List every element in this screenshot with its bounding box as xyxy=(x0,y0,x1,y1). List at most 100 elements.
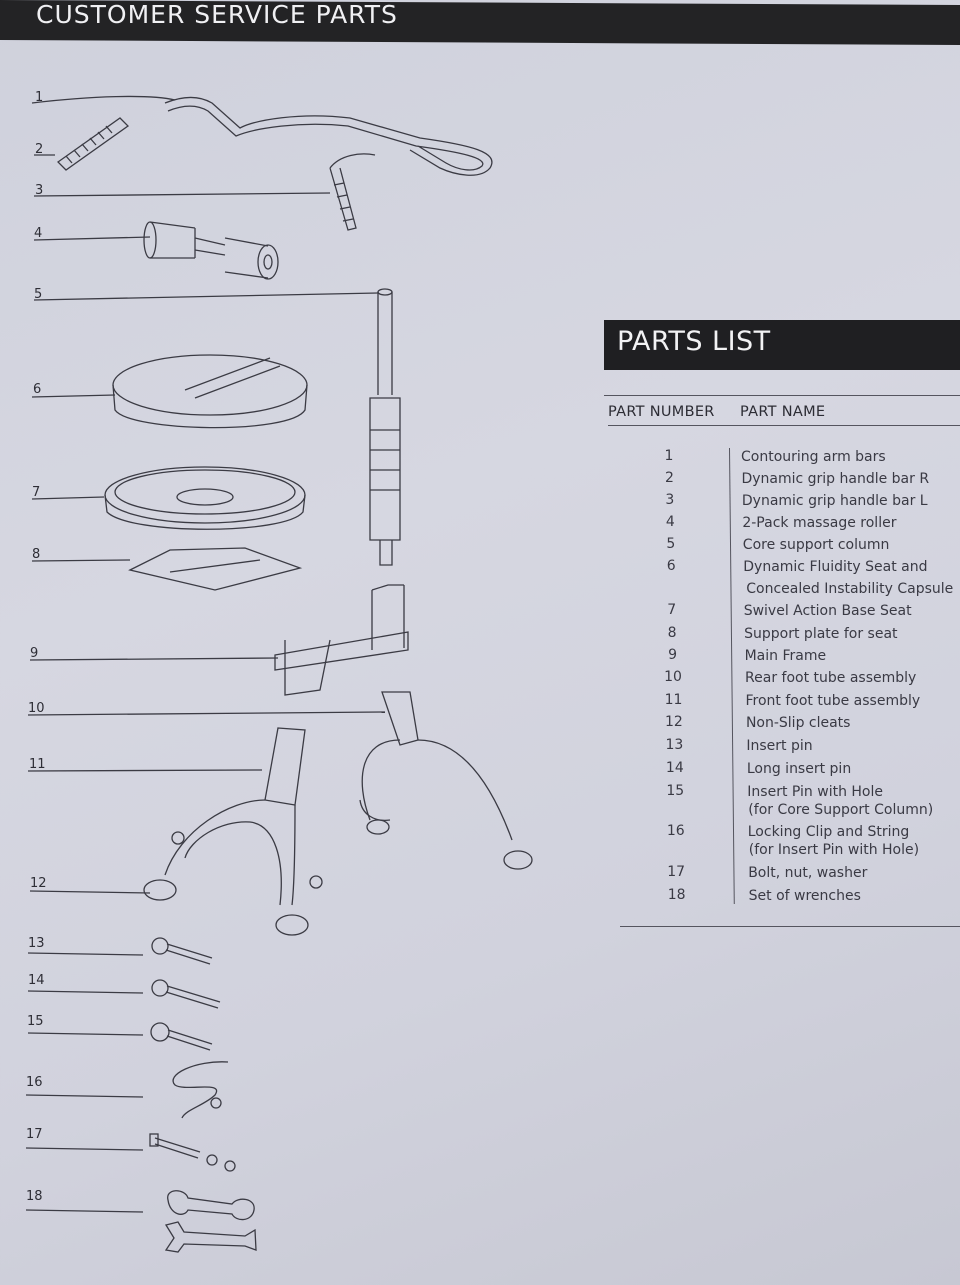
wrench-1 xyxy=(167,1190,255,1221)
part-number-cell: 10 xyxy=(664,669,682,685)
leader-line-17 xyxy=(25,1147,144,1151)
main-frame xyxy=(274,631,409,671)
part-name-cell: Insert pin xyxy=(746,738,813,754)
label-part-3: 3 xyxy=(35,183,43,198)
part-number-cell: 4 xyxy=(665,514,675,530)
core-column-body xyxy=(369,397,401,541)
grip-handle-r xyxy=(56,117,130,171)
leader-line-14 xyxy=(27,990,144,994)
locking-clip xyxy=(172,1061,229,1119)
label-part-7: 7 xyxy=(32,485,40,500)
part-name-cell: Non-Slip cleats xyxy=(745,715,851,731)
part-name-cell-line2: Concealed Instability Capsule xyxy=(746,581,954,597)
part-number-cell: 15 xyxy=(666,783,685,799)
parts-list-header-rule xyxy=(608,425,960,426)
label-part-13: 13 xyxy=(28,936,45,951)
front-foot-tube xyxy=(264,727,306,806)
column-header-part-name: PART NAME xyxy=(740,404,826,420)
part-name-cell: Bolt, nut, washer xyxy=(748,865,868,881)
part-number-cell: 8 xyxy=(667,625,677,641)
seat-side xyxy=(112,384,308,429)
insert-pin-with-hole xyxy=(150,1022,170,1042)
leader-line-7 xyxy=(31,496,105,500)
wrench-2 xyxy=(164,1221,257,1253)
part-number-cell: 13 xyxy=(665,737,684,753)
roller-2-end xyxy=(257,244,279,280)
grip-handle-r-ribs xyxy=(65,125,113,164)
leader-line-4 xyxy=(33,236,151,241)
part-number-cell: 17 xyxy=(667,864,686,880)
leader-line-16 xyxy=(25,1094,144,1098)
roller-1 xyxy=(149,221,196,259)
part-number-cell: 16 xyxy=(666,823,685,839)
parts-list-bottom-rule xyxy=(620,926,960,927)
rear-foot-tube xyxy=(381,691,419,746)
leader-line-3 xyxy=(33,192,331,197)
long-insert-pin xyxy=(151,979,169,997)
washer xyxy=(206,1154,218,1166)
leader-line-11 xyxy=(27,769,263,772)
part-number-cell: 2 xyxy=(664,470,674,486)
label-part-2: 2 xyxy=(35,142,43,157)
core-column xyxy=(377,292,393,395)
part-name-cell: Long insert pin xyxy=(746,761,852,777)
part-number-cell: 1 xyxy=(664,448,674,464)
part-name-cell: Insert Pin with Hole xyxy=(747,784,883,800)
part-name-cell: Set of wrenches xyxy=(748,888,861,904)
label-part-16: 16 xyxy=(26,1075,43,1090)
leader-line-6 xyxy=(31,394,116,398)
label-part-17: 17 xyxy=(26,1127,43,1142)
bolt xyxy=(154,1137,201,1159)
label-part-15: 15 xyxy=(27,1014,44,1029)
part-number-cell: 9 xyxy=(668,647,678,663)
parts-list-header-bar xyxy=(604,320,960,370)
part-number-cell: 6 xyxy=(666,558,676,574)
part-name-cell: Main Frame xyxy=(744,648,827,664)
label-part-18: 18 xyxy=(26,1189,43,1204)
roller-2 xyxy=(224,237,269,279)
arm-bar xyxy=(164,96,493,176)
label-part-14: 14 xyxy=(28,973,45,988)
leader-line-12 xyxy=(29,890,151,894)
label-part-8: 8 xyxy=(32,547,40,562)
leader-line-13 xyxy=(27,952,144,956)
leader-line-5 xyxy=(33,292,379,301)
column-header-part-number: PART NUMBER xyxy=(608,404,715,420)
roller-axle xyxy=(194,237,226,256)
label-part-10: 10 xyxy=(28,701,45,716)
part-number-cell: 14 xyxy=(665,760,684,776)
part-name-cell-line2: (for Insert Pin with Hole) xyxy=(748,842,920,858)
label-part-6: 6 xyxy=(33,382,41,397)
label-part-9: 9 xyxy=(30,646,38,661)
parts-list-title: PARTS LIST xyxy=(617,326,771,357)
parts-list-top-rule xyxy=(604,395,960,396)
leader-line-8 xyxy=(31,559,131,562)
insert-pin xyxy=(151,937,169,955)
leader-line-18 xyxy=(25,1209,144,1213)
part-name-cell: Rear foot tube assembly xyxy=(745,670,917,686)
label-part-4: 4 xyxy=(34,226,42,241)
part-number-cell: 11 xyxy=(664,692,683,708)
part-number-cell: 3 xyxy=(665,492,675,508)
label-part-12: 12 xyxy=(30,876,47,891)
nut xyxy=(224,1160,236,1172)
leader-line-15 xyxy=(27,1032,144,1036)
leader-line-10 xyxy=(27,711,386,716)
part-name-cell-line2: (for Core Support Column) xyxy=(748,802,934,818)
leader-line-1 xyxy=(31,95,176,104)
roller-1-end xyxy=(143,221,157,259)
part-name-cell: Core support column xyxy=(742,537,890,553)
page-title: CUSTOMER SERVICE PARTS xyxy=(36,0,398,29)
part-name-cell: Support plate for seat xyxy=(744,626,898,642)
leader-line-9 xyxy=(29,657,279,661)
seat-top xyxy=(112,354,308,416)
label-part-11: 11 xyxy=(29,757,46,772)
arm-bar-inner xyxy=(167,105,484,171)
label-part-5: 5 xyxy=(34,287,42,302)
part-number-cell: 18 xyxy=(667,887,686,903)
part-number-cell: 7 xyxy=(667,602,677,618)
part-name-cell: Front foot tube assembly xyxy=(745,693,921,709)
part-name-cell: Dynamic grip handle bar L xyxy=(741,493,928,509)
part-name-cell: Swivel Action Base Seat xyxy=(743,603,912,619)
